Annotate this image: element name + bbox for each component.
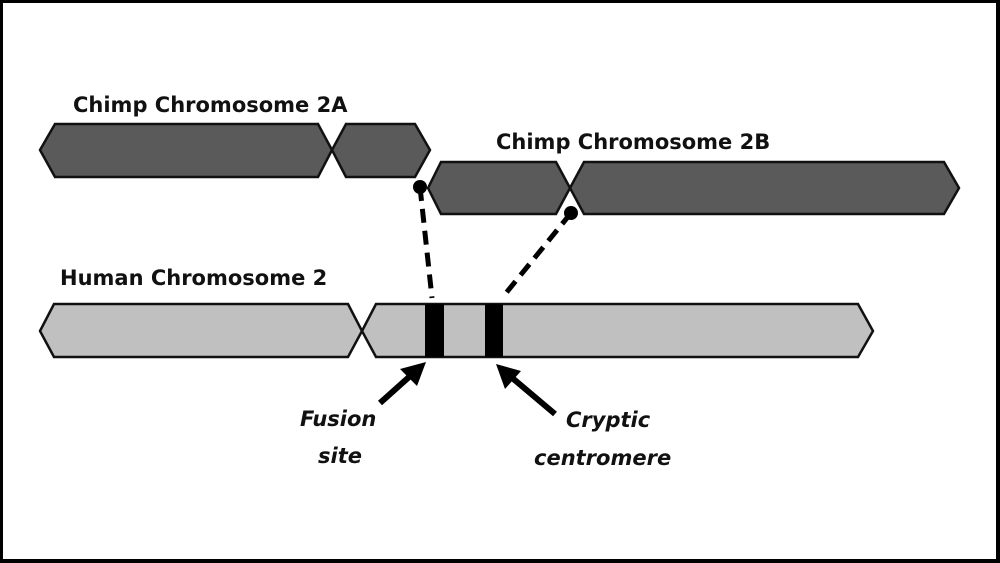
human-2-label: Human Chromosome 2 bbox=[60, 266, 327, 290]
human-chromosome-2 bbox=[38, 302, 875, 359]
cryptic-label-line1: Cryptic bbox=[566, 408, 651, 432]
diagram-frame bbox=[3, 3, 996, 559]
chimp-2b-long-arm bbox=[568, 160, 961, 216]
chimp-2a-label: Chimp Chromosome 2A bbox=[73, 93, 348, 117]
chimp-2a-long-arm bbox=[38, 122, 334, 179]
fusion-label-line1: Fusion bbox=[300, 407, 376, 431]
human-2-short-arm bbox=[38, 302, 364, 359]
fusion-dashed-line bbox=[417, 186, 435, 299]
connector-centromere bbox=[500, 206, 578, 300]
chimp-chromosome-2a bbox=[38, 122, 432, 179]
fusion-arrow-icon bbox=[377, 362, 426, 406]
fusion-label-line2: site bbox=[318, 444, 362, 468]
chimp-chromosome-2b bbox=[426, 160, 961, 216]
centromere-arrow-icon bbox=[496, 364, 557, 417]
connector-fusion bbox=[413, 180, 435, 299]
cryptic-label-line2: centromere bbox=[534, 446, 671, 470]
fusion-site-band bbox=[425, 304, 444, 357]
chimp-2a-short-arm bbox=[330, 122, 432, 179]
chimp-2b-short-arm bbox=[426, 160, 572, 216]
cryptic-centromere-band bbox=[485, 304, 503, 357]
fusion-endpoint-dot bbox=[413, 180, 427, 194]
centromere-endpoint-dot bbox=[564, 206, 578, 220]
chimp-2b-label: Chimp Chromosome 2B bbox=[496, 130, 770, 154]
centromere-dashed-line bbox=[500, 211, 573, 300]
